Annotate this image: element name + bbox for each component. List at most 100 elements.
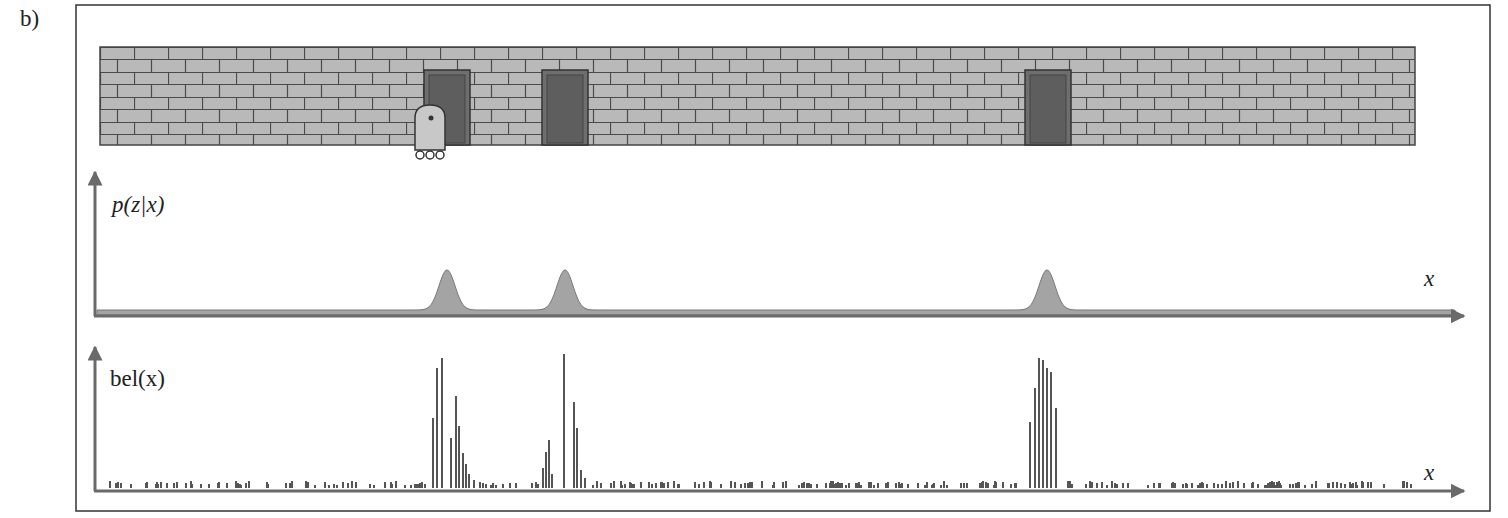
particle-bar	[960, 483, 962, 488]
particle-bar	[419, 483, 421, 488]
particle-bar	[592, 485, 594, 488]
particle-bar	[468, 474, 470, 488]
particle-bar	[720, 484, 722, 488]
particle-bar	[473, 480, 475, 488]
particle-bar	[901, 483, 903, 488]
particle-bar	[1202, 483, 1204, 488]
door	[542, 70, 588, 145]
particle-bar	[979, 483, 981, 488]
particle-bar	[1361, 481, 1363, 488]
particle-bar	[305, 481, 307, 488]
x-axis	[94, 315, 1464, 318]
particle-bar	[1243, 483, 1245, 488]
particle-bar	[314, 485, 316, 488]
particle-bar	[266, 482, 268, 488]
particle-bar	[751, 482, 753, 488]
particle-bar	[1122, 483, 1124, 488]
particle-bar	[661, 482, 663, 488]
particle-bar	[1315, 481, 1317, 488]
particle-bar	[1332, 482, 1334, 488]
particle-bar	[660, 482, 662, 488]
particle-bar	[744, 483, 746, 488]
particle-bar	[1114, 483, 1116, 488]
particle-bar	[933, 483, 935, 488]
particle-bar	[810, 484, 812, 488]
particle-bar	[1213, 483, 1215, 488]
particle-bar	[629, 482, 631, 488]
particle-bar	[584, 478, 586, 488]
particle-bar	[1042, 360, 1044, 488]
particle-bar	[237, 483, 239, 488]
particle-bar	[1038, 358, 1040, 488]
particle-bar	[173, 483, 175, 488]
particle-bars	[110, 354, 1411, 488]
particle-bar	[117, 482, 119, 488]
particle-bar	[482, 483, 484, 488]
particle-bar	[709, 481, 711, 488]
particle-bar	[1046, 368, 1048, 488]
particle-bar	[373, 485, 375, 488]
particle-bar	[404, 485, 406, 488]
particle-bar	[1336, 482, 1338, 488]
particle-bar	[130, 484, 132, 488]
particle-bar	[907, 484, 909, 488]
particle-bar	[218, 482, 220, 488]
particle-bar	[160, 482, 162, 488]
particle-bar	[877, 483, 879, 488]
particle-bar	[1237, 481, 1239, 488]
particle-bar	[455, 396, 457, 488]
brick-wall	[100, 47, 1415, 145]
particle-bar	[873, 485, 875, 488]
particle-bar	[798, 485, 800, 488]
particle-bar	[946, 485, 948, 488]
particle-bar	[667, 482, 669, 488]
particle-bar	[267, 484, 269, 488]
particle-bar	[490, 485, 492, 488]
particle-bar	[1089, 481, 1091, 488]
axes	[94, 172, 1464, 491]
particle-bar	[734, 482, 736, 488]
particle-bar	[1050, 372, 1052, 488]
particle-bar	[1116, 484, 1118, 488]
particle-bar	[1106, 485, 1108, 488]
door-panel	[547, 75, 583, 143]
particle-bar	[837, 482, 839, 488]
particle-bar	[1111, 481, 1113, 488]
particle-bar	[1265, 485, 1267, 488]
particle-bar	[1367, 482, 1369, 488]
particle-bar	[1297, 482, 1299, 488]
particle-bar	[710, 482, 712, 488]
particle-bar	[859, 485, 861, 488]
particle-bar	[868, 482, 870, 488]
particle-bar	[336, 485, 338, 488]
particle-bar	[537, 484, 539, 488]
particle-bar	[808, 483, 810, 488]
particle-bar	[648, 482, 650, 488]
particle-bar	[1328, 483, 1330, 488]
particle-bar	[1067, 481, 1069, 488]
particle-bar	[1264, 485, 1266, 488]
particle-bar	[355, 482, 357, 488]
particle-bar	[1153, 483, 1155, 488]
particle-bar	[1197, 485, 1199, 488]
particle-bar	[848, 483, 850, 488]
particle-bar	[613, 481, 615, 488]
particle-bar	[1252, 482, 1254, 488]
particle-bar	[416, 484, 418, 488]
particle-bar	[801, 483, 803, 488]
particle-bar	[384, 482, 386, 488]
particle-bar	[1278, 481, 1280, 488]
particle-bar	[342, 482, 344, 488]
particle-bar	[208, 484, 210, 488]
particle-bar	[860, 485, 862, 488]
particle-bar	[931, 485, 933, 488]
particle-bar	[239, 484, 241, 488]
particle-bar	[479, 482, 481, 488]
particle-bar	[545, 452, 547, 488]
particle-bar	[835, 483, 837, 488]
particle-bar	[640, 482, 642, 488]
particle-bar	[825, 483, 827, 488]
particle-bar	[1292, 484, 1294, 488]
